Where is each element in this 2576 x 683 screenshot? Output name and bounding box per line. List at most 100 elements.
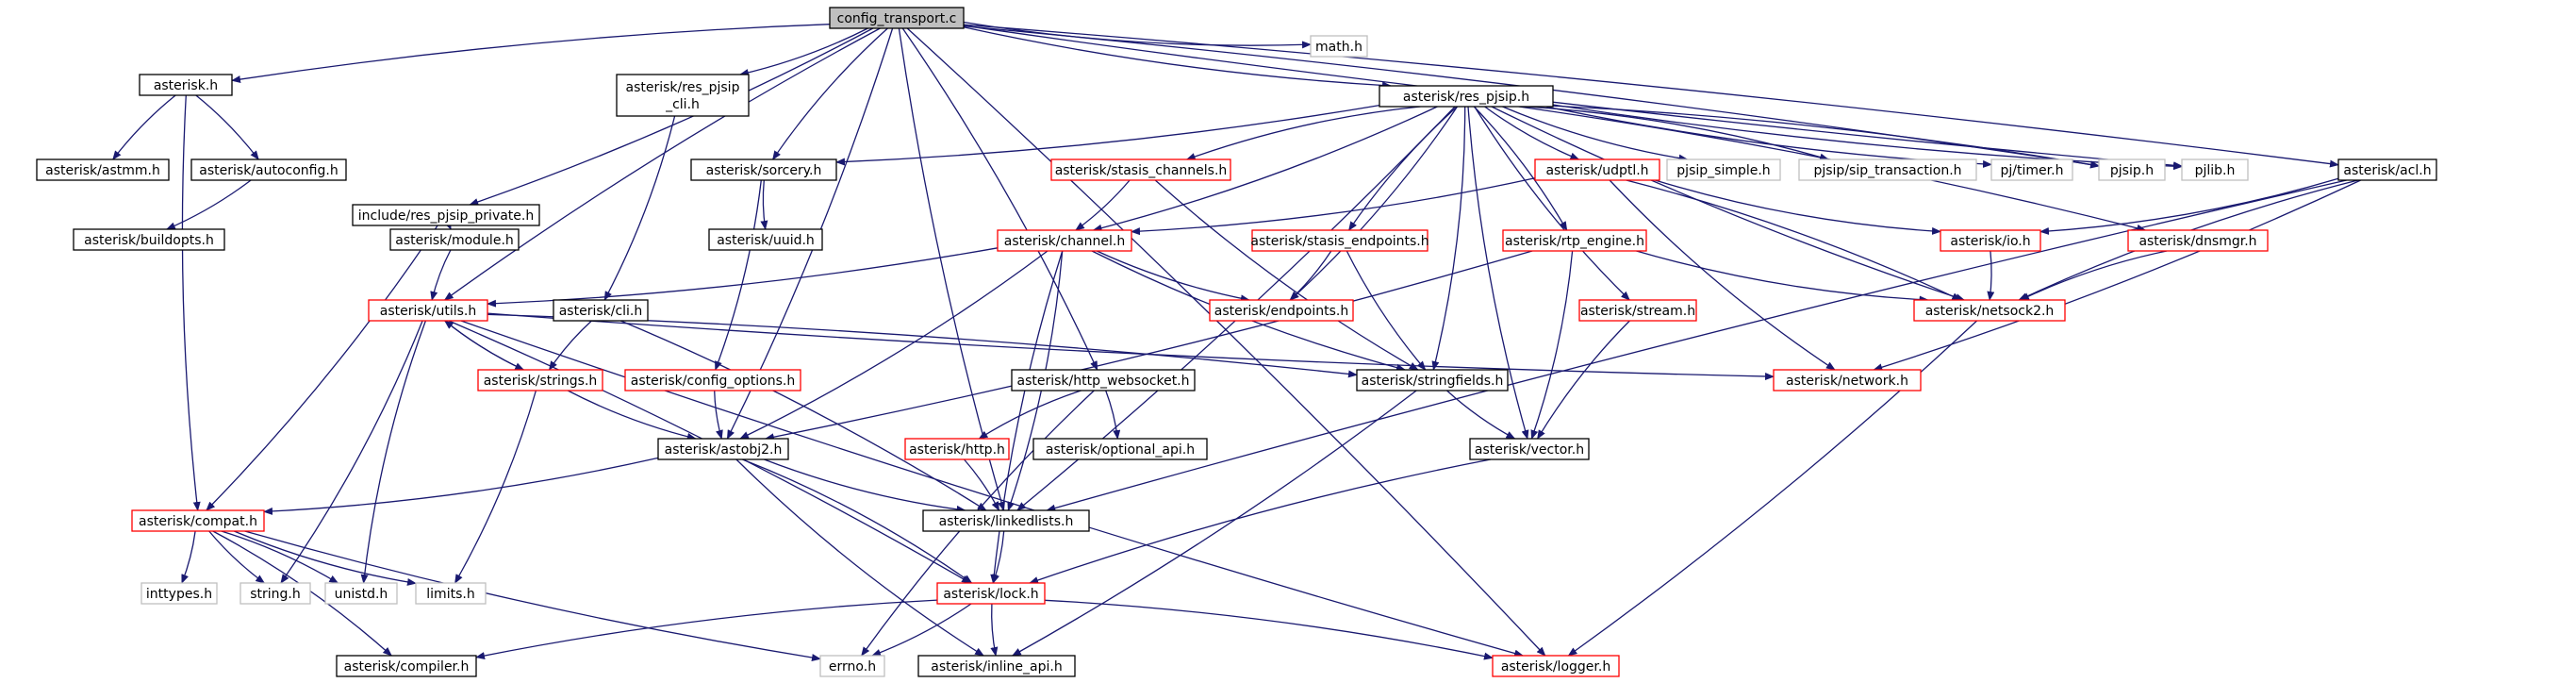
node-box-res_pjsip <box>1379 85 1554 108</box>
node-res_pjsip_private[interactable]: include/res_pjsip_private.h <box>352 204 540 226</box>
node-label-res_pjsip: asterisk/res_pjsip.h <box>1403 90 1529 105</box>
node-dnsmgr[interactable]: asterisk/dnsmgr.h <box>2127 229 2269 252</box>
node-box-pjsip_sip_transaction <box>1798 158 1977 181</box>
node-inline_api[interactable]: asterisk/inline_api.h <box>917 655 1076 677</box>
edge-res_pjsip-to-vector <box>1467 106 1529 440</box>
node-label-stringfields: asterisk/stringfields.h <box>1362 374 1504 389</box>
edge-dnsmgr-to-netsock2 <box>2019 250 2168 301</box>
edge-lock-to-errno <box>871 603 972 657</box>
node-label-http_websocket: asterisk/http_websocket.h <box>1016 374 1189 389</box>
node-label-buildopts: asterisk/buildopts.h <box>84 233 214 248</box>
node-vector[interactable]: asterisk/vector.h <box>1469 438 1590 460</box>
node-autoconfig[interactable]: asterisk/autoconfig.h <box>190 158 347 181</box>
node-buildopts[interactable]: asterisk/buildopts.h <box>73 228 225 251</box>
node-compiler[interactable]: asterisk/compiler.h <box>336 655 477 677</box>
node-strings[interactable]: asterisk/strings.h <box>477 369 603 391</box>
node-box-config_transport <box>829 7 965 29</box>
node-udptl[interactable]: asterisk/udptl.h <box>1534 158 1660 181</box>
node-http[interactable]: asterisk/http.h <box>904 438 1010 460</box>
node-box-pjsip_h <box>2098 158 2166 181</box>
edge-utils-to-unistd <box>360 320 427 584</box>
node-label-module: asterisk/module.h <box>395 233 514 248</box>
node-utils[interactable]: asterisk/utils.h <box>368 299 488 322</box>
node-box-logger <box>1492 655 1620 677</box>
edges-layer <box>112 21 2361 662</box>
node-logger[interactable]: asterisk/logger.h <box>1492 655 1620 677</box>
node-stringfields[interactable]: asterisk/stringfields.h <box>1356 369 1509 391</box>
node-limits: limits.h <box>415 582 487 605</box>
node-astmm[interactable]: asterisk/astmm.h <box>36 158 170 181</box>
node-label-compiler: asterisk/compiler.h <box>344 659 470 675</box>
node-stasis_channels[interactable]: asterisk/stasis_channels.h <box>1050 158 1231 181</box>
node-inttypes: inttypes.h <box>140 582 218 605</box>
edge-compat-to-limits <box>234 530 417 586</box>
node-label-inttypes: inttypes.h <box>146 587 212 602</box>
node-box-res_pjsip_cli <box>616 74 750 117</box>
node-compat[interactable]: asterisk/compat.h <box>131 509 265 532</box>
node-box-lock <box>936 582 1046 605</box>
edge-config_transport-to-res_pjsip_private <box>469 27 874 206</box>
node-label-pjsip_simple: pjsip_simple.h <box>1676 163 1770 178</box>
node-box-network <box>1773 369 1922 391</box>
node-netsock2[interactable]: asterisk/netsock2.h <box>1913 299 2066 322</box>
node-stream[interactable]: asterisk/stream.h <box>1578 299 1697 322</box>
node-box-unistd <box>324 582 398 605</box>
node-box-astobj2 <box>657 438 789 460</box>
node-box-module <box>389 228 520 251</box>
edge-stasis_channels-to-channel <box>1075 179 1131 231</box>
node-box-strings <box>477 369 603 391</box>
node-astobj2[interactable]: asterisk/astobj2.h <box>657 438 789 460</box>
edge-cli-to-linkedlists <box>619 320 987 511</box>
edge-res_pjsip-to-pjsip_simple <box>1502 106 1689 162</box>
edge-sorcery-to-config_options <box>715 179 762 371</box>
node-res_pjsip_cli[interactable]: asterisk/res_pjsip_cli.h <box>616 74 750 117</box>
node-network[interactable]: asterisk/network.h <box>1773 369 1922 391</box>
edge-astobj2-to-inline_api <box>735 458 984 657</box>
node-pjsip_simple: pjsip_simple.h <box>1666 158 1781 181</box>
node-cli[interactable]: asterisk/cli.h <box>553 299 649 322</box>
node-box-stasis_channels <box>1050 158 1231 181</box>
node-stasis_endpoints[interactable]: asterisk/stasis_endpoints.h <box>1250 229 1429 252</box>
node-box-vector <box>1469 438 1590 460</box>
node-io[interactable]: asterisk/io.h <box>1940 229 2041 252</box>
node-asterisk_h[interactable]: asterisk.h <box>139 74 233 96</box>
node-box-sorcery <box>690 158 837 181</box>
edge-strings-to-utils <box>443 320 524 371</box>
node-errno: errno.h <box>819 655 885 677</box>
edge-http_websocket-to-optional_api <box>1105 390 1121 440</box>
node-linkedlists[interactable]: asterisk/linkedlists.h <box>922 509 1090 532</box>
node-label-inline_api: asterisk/inline_api.h <box>931 659 1062 675</box>
node-label-astmm: asterisk/astmm.h <box>45 163 160 178</box>
node-label-res_pjsip_cli-line-0: asterisk/res_pjsip <box>626 80 740 95</box>
edge-res_pjsip-to-stream <box>1474 106 1630 301</box>
edge-res_pjsip-to-stasis_channels <box>1185 106 1421 160</box>
node-pjlib: pjlib.h <box>2181 158 2249 181</box>
node-acl[interactable]: asterisk/acl.h <box>2337 158 2437 181</box>
node-uuid[interactable]: asterisk/uuid.h <box>708 228 823 251</box>
node-module[interactable]: asterisk/module.h <box>389 228 520 251</box>
node-rtp_engine[interactable]: asterisk/rtp_engine.h <box>1502 229 1647 252</box>
edge-res_pjsip-to-pjsip_h <box>1552 105 2100 169</box>
node-box-buildopts <box>73 228 225 251</box>
node-lock[interactable]: asterisk/lock.h <box>936 582 1046 605</box>
node-channel[interactable]: asterisk/channel.h <box>997 229 1132 252</box>
node-res_pjsip[interactable]: asterisk/res_pjsip.h <box>1379 85 1554 108</box>
node-box-dnsmgr <box>2127 229 2269 252</box>
node-optional_api[interactable]: asterisk/optional_api.h <box>1032 438 1208 460</box>
node-box-stasis_endpoints <box>1251 229 1428 252</box>
node-config_options[interactable]: asterisk/config_options.h <box>624 369 801 391</box>
edge-config_transport-to-res_pjsip_cli <box>738 27 868 76</box>
node-endpoints[interactable]: asterisk/endpoints.h <box>1209 299 1354 322</box>
node-box-asterisk_h <box>139 74 233 96</box>
node-box-cli <box>553 299 649 322</box>
node-http_websocket[interactable]: asterisk/http_websocket.h <box>1011 369 1196 391</box>
node-math: math.h <box>1310 35 1368 58</box>
edge-config_transport-to-http_websocket <box>901 27 1098 371</box>
edge-autoconfig-to-buildopts <box>165 179 252 230</box>
node-config_transport[interactable]: config_transport.c <box>829 7 965 29</box>
node-box-config_options <box>624 369 801 391</box>
edge-stasis_channels-to-stringfields <box>1154 179 1419 371</box>
node-sorcery[interactable]: asterisk/sorcery.h <box>690 158 837 181</box>
